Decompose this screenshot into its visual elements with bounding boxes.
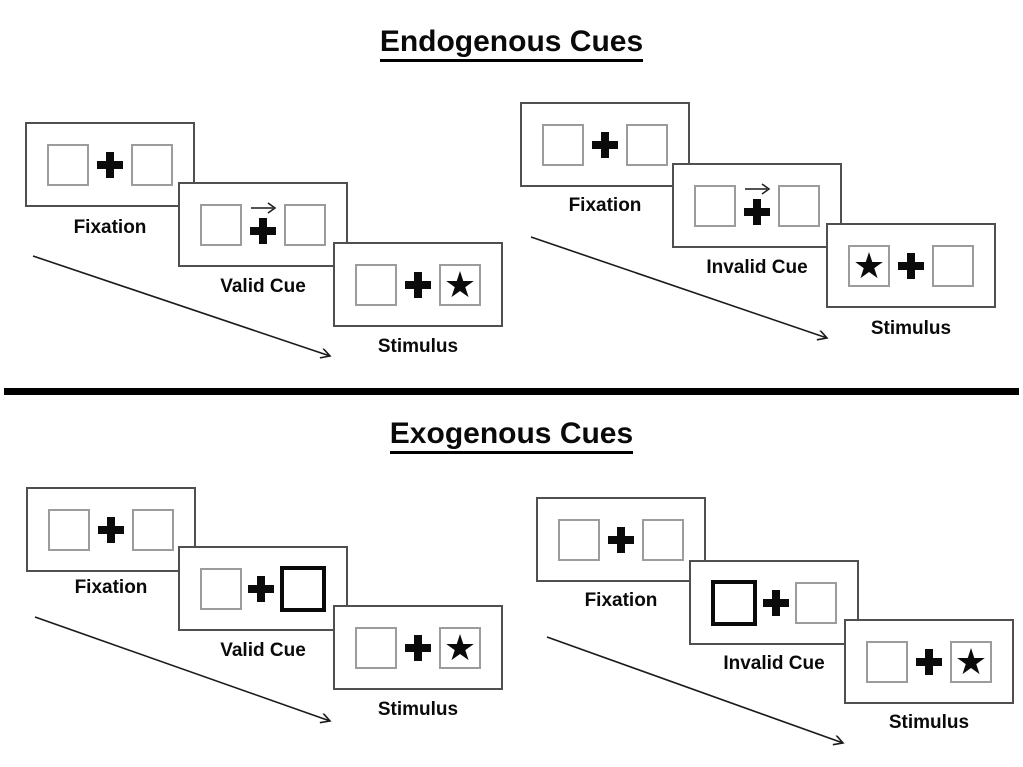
right-box	[642, 518, 684, 561]
fixation-cross-icon	[247, 575, 275, 603]
right-box	[132, 508, 174, 551]
fixation-cross-icon	[96, 151, 124, 179]
right-box	[626, 123, 668, 166]
endogenous-title-text: Endogenous Cues	[379, 25, 644, 62]
right-box-cue-highlight	[280, 565, 326, 612]
fixation-cross-icon	[762, 589, 790, 617]
fixation-label: Fixation	[584, 590, 658, 611]
cue-panel	[178, 182, 348, 267]
stimulus-panel: ★	[333, 605, 503, 690]
fixation-label: Fixation	[74, 577, 148, 598]
left-box	[694, 184, 736, 227]
left-box	[558, 518, 600, 561]
section-divider	[4, 388, 1019, 395]
left-box	[542, 123, 584, 166]
fixation-panel	[536, 497, 706, 582]
stimulus-panel: ★	[333, 242, 503, 327]
stimulus-label: Stimulus	[870, 318, 952, 339]
right-box	[778, 184, 820, 227]
timeline-arrow-endogenous-valid	[32, 255, 330, 356]
cue-arrow-right-icon	[745, 182, 771, 195]
star-icon: ★	[954, 640, 988, 682]
right-box-with-star: ★	[950, 640, 992, 683]
endogenous-section-title: Endogenous Cues	[0, 25, 1023, 62]
left-box	[48, 508, 90, 551]
fixation-cross-icon	[404, 634, 432, 662]
fixation-cross-icon	[591, 131, 619, 159]
cue-panel	[178, 546, 348, 631]
fixation-cross-icon	[915, 648, 943, 676]
fixation-panel	[520, 102, 690, 187]
fixation-cross-icon	[404, 271, 432, 299]
fixation-cross-icon	[97, 516, 125, 544]
star-icon: ★	[443, 626, 477, 668]
right-box	[284, 203, 326, 246]
fixation-cross-icon	[249, 201, 277, 245]
stimulus-panel: ★	[844, 619, 1014, 704]
left-box-cue-highlight	[711, 579, 757, 626]
stimulus-label: Stimulus	[377, 699, 459, 720]
left-box	[200, 567, 242, 610]
right-box	[932, 244, 974, 287]
valid-cue-label: Valid Cue	[220, 276, 306, 297]
invalid-cue-label: Invalid Cue	[723, 653, 825, 674]
stimulus-panel: ★	[826, 223, 996, 308]
star-icon: ★	[443, 263, 477, 305]
right-box	[795, 581, 837, 624]
fixation-panel	[26, 487, 196, 572]
cue-arrow-right-icon	[251, 201, 277, 214]
cue-panel	[689, 560, 859, 645]
left-box	[355, 626, 397, 669]
valid-cue-label: Valid Cue	[220, 640, 306, 661]
left-box	[200, 203, 242, 246]
right-box-with-star: ★	[439, 626, 481, 669]
exogenous-title-text: Exogenous Cues	[389, 417, 634, 454]
timeline-arrow-endogenous-invalid	[530, 236, 827, 338]
fixation-cross-icon	[607, 526, 635, 554]
left-box-with-star: ★	[848, 244, 890, 287]
right-box-with-star: ★	[439, 263, 481, 306]
invalid-cue-label: Invalid Cue	[706, 257, 808, 278]
fixation-cross-icon	[743, 182, 771, 226]
fixation-cross-icon	[897, 252, 925, 280]
left-box	[866, 640, 908, 683]
fixation-label: Fixation	[73, 217, 147, 238]
stimulus-label: Stimulus	[377, 336, 459, 357]
left-box	[355, 263, 397, 306]
star-icon: ★	[852, 244, 886, 286]
fixation-label: Fixation	[568, 195, 642, 216]
right-box	[131, 143, 173, 186]
stimulus-label: Stimulus	[888, 712, 970, 733]
cue-panel	[672, 163, 842, 248]
fixation-panel	[25, 122, 195, 207]
timeline-arrow-exogenous-valid	[34, 616, 330, 721]
left-box	[47, 143, 89, 186]
exogenous-section-title: Exogenous Cues	[0, 417, 1023, 454]
